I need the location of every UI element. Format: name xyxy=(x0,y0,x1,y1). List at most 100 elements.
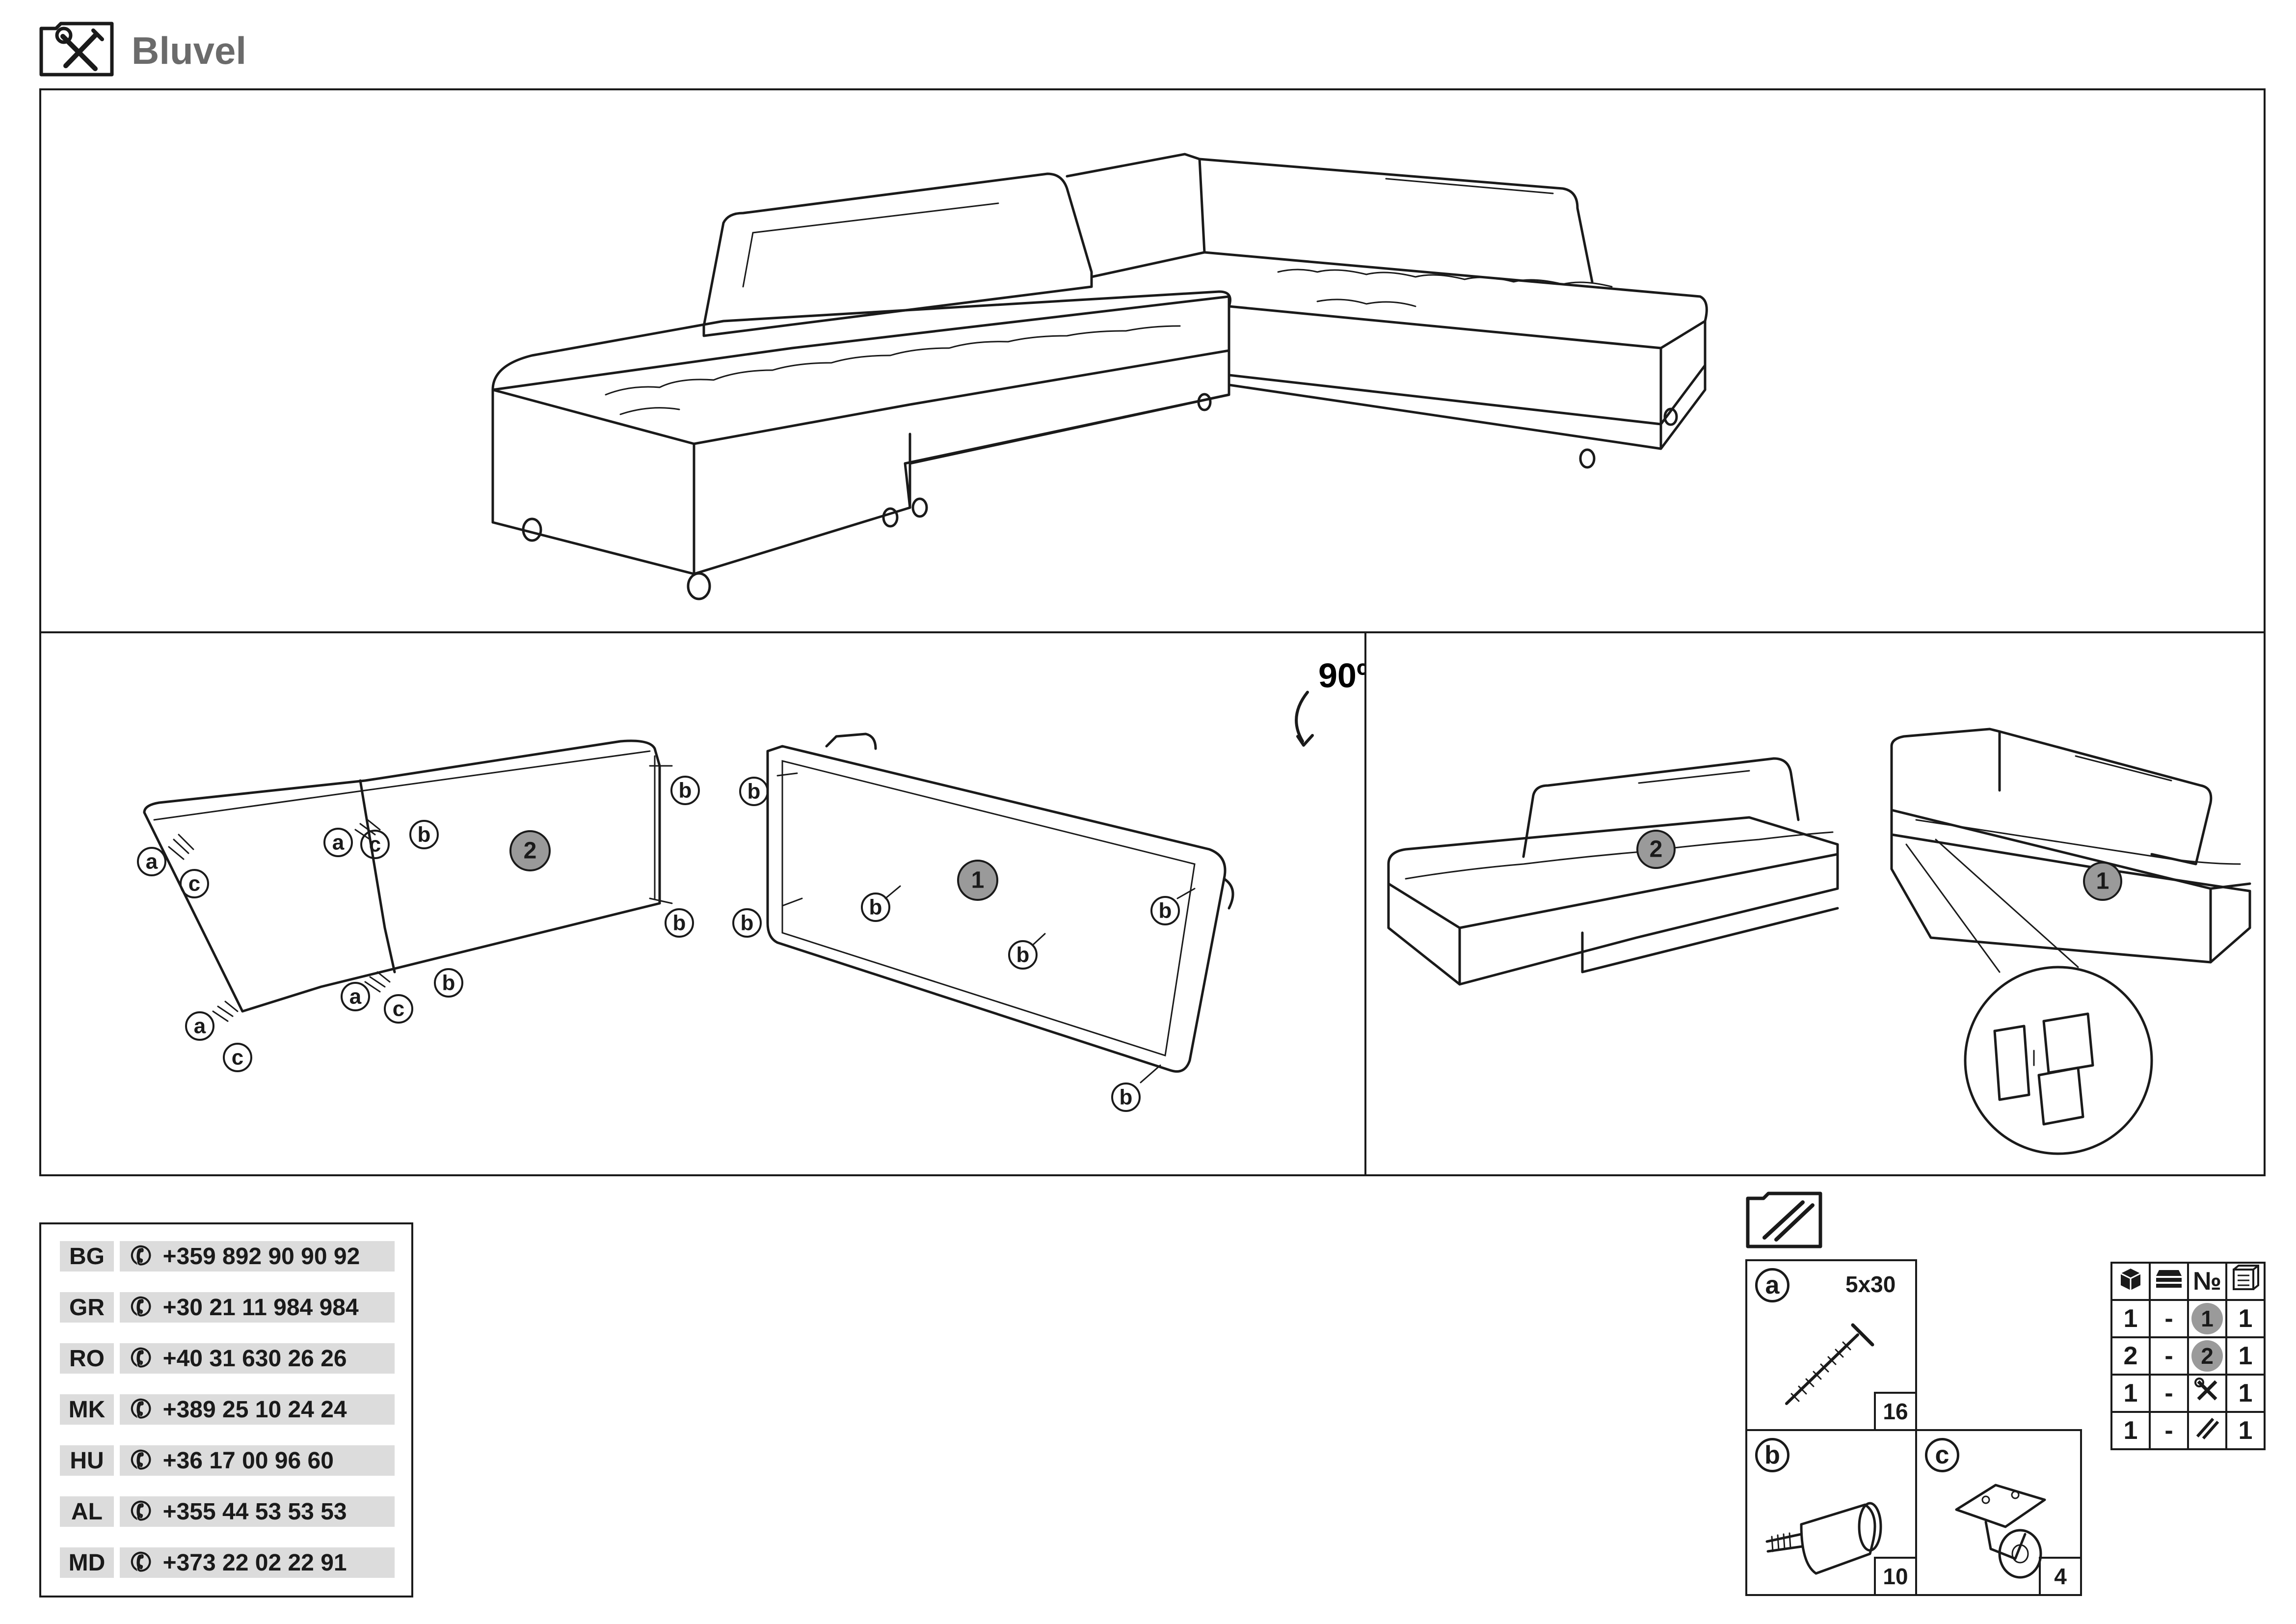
svg-text:a: a xyxy=(146,850,158,874)
part-1-marker: 1 xyxy=(971,867,985,893)
country-code: GR xyxy=(60,1292,114,1323)
country-code: RO xyxy=(60,1343,114,1374)
svg-text:c: c xyxy=(188,872,200,896)
callout-a-4: a xyxy=(185,1011,214,1041)
country-code: AL xyxy=(60,1496,114,1527)
hardware-qty: 4 xyxy=(2039,1557,2080,1594)
box-table-row: 1 - 1 xyxy=(2110,1411,2266,1450)
screw-icon xyxy=(1785,1323,1874,1405)
country-code: BG xyxy=(60,1241,114,1272)
callout-c-4: c xyxy=(223,1043,252,1072)
phone-number: +40 31 630 26 26 xyxy=(162,1345,347,1372)
box-table-row: 1 - 1 xyxy=(2110,1374,2266,1413)
phone-icon: ✆ xyxy=(126,1290,157,1325)
contact-row: GR ✆+30 21 11 984 984 xyxy=(60,1290,395,1325)
furniture-leg-icon xyxy=(1765,1502,1882,1575)
step-legs-panel: 90º 2 1 a c a c b b b a c b a c b b b b … xyxy=(39,631,1368,1176)
svg-text:b: b xyxy=(869,895,882,920)
phone-number: +36 17 00 96 60 xyxy=(162,1447,334,1474)
join-part-1-marker: 1 xyxy=(2096,868,2109,894)
callout-a-2: a xyxy=(323,828,353,857)
callout-b-9: b xyxy=(1150,896,1180,925)
contacts-table: BG ✆+359 892 90 90 92 GR ✆+30 21 11 984 … xyxy=(39,1222,413,1597)
country-code: HU xyxy=(60,1445,114,1476)
callout-b-6: b xyxy=(732,908,762,938)
box-table-row: 2 - 2 1 xyxy=(2110,1336,2266,1376)
svg-text:a: a xyxy=(332,831,345,855)
svg-text:b: b xyxy=(418,823,431,847)
phone-number: +359 892 90 90 92 xyxy=(162,1243,360,1270)
box-icon xyxy=(2110,1262,2151,1301)
phone-icon: ✆ xyxy=(126,1392,157,1427)
callout-c-2: c xyxy=(360,830,390,859)
callout-b-2: b xyxy=(670,776,700,805)
svg-text:c: c xyxy=(393,997,404,1021)
contact-row: AL ✆+355 44 53 53 53 xyxy=(60,1494,395,1529)
svg-text:a: a xyxy=(194,1014,206,1038)
callout-a-3: a xyxy=(341,982,370,1011)
phone-icon: ✆ xyxy=(126,1545,157,1580)
part-2-badge: 2 xyxy=(2191,1340,2223,1372)
page-title: Bluvel xyxy=(132,29,247,72)
svg-text:c: c xyxy=(232,1046,243,1070)
hardware-qty: 16 xyxy=(1874,1392,1915,1429)
country-code: MK xyxy=(60,1394,114,1425)
svg-text:b: b xyxy=(1159,899,1172,923)
hardware-letter: c xyxy=(1925,1438,1959,1472)
callout-b-5: b xyxy=(739,777,769,806)
country-code: MD xyxy=(60,1547,114,1578)
number-sign: № xyxy=(2187,1262,2227,1301)
svg-text:b: b xyxy=(1120,1085,1133,1110)
callout-b-3: b xyxy=(665,908,694,938)
caster-wheel-icon xyxy=(1955,1484,2046,1579)
callout-b-4: b xyxy=(434,968,463,998)
tools-icon xyxy=(2187,1374,2227,1413)
svg-text:b: b xyxy=(741,911,754,935)
phone-icon: ✆ xyxy=(126,1494,157,1529)
callout-c-1: c xyxy=(180,869,209,898)
assembled-sofa-illustration xyxy=(491,153,1708,600)
phone-icon: ✆ xyxy=(126,1443,157,1478)
leg-assembly-illustration: 90º 2 1 a c a c b b b a c b a c b b b b … xyxy=(137,656,1368,1112)
hardware-letter: b xyxy=(1755,1438,1789,1472)
hardware-letter: a xyxy=(1755,1268,1789,1302)
contact-row: MK ✆+389 25 10 24 24 xyxy=(60,1392,395,1427)
contact-row: BG ✆+359 892 90 90 92 xyxy=(60,1239,395,1273)
phone-number: +389 25 10 24 24 xyxy=(162,1396,347,1423)
svg-text:c: c xyxy=(369,833,381,857)
hardware-item-c: c 4 xyxy=(1915,1429,2082,1596)
hardware-item-a: a 5x30 16 xyxy=(1745,1259,1917,1431)
contact-row: HU ✆+36 17 00 96 60 xyxy=(60,1443,395,1478)
join-part-2-marker: 2 xyxy=(1650,837,1663,863)
callout-a-1: a xyxy=(137,847,166,876)
part-1-badge: 1 xyxy=(2191,1303,2223,1334)
screws-icon xyxy=(1745,1191,1823,1249)
stack-icon xyxy=(2149,1262,2189,1301)
header-tools-icon xyxy=(38,22,115,77)
contact-row: RO ✆+40 31 630 26 26 xyxy=(60,1341,395,1376)
assembled-sofa-panel xyxy=(39,88,2266,633)
phone-icon: ✆ xyxy=(126,1239,157,1273)
svg-text:a: a xyxy=(349,985,362,1009)
callout-b-8: b xyxy=(1008,940,1038,970)
callout-b-10: b xyxy=(1111,1083,1141,1112)
svg-text:b: b xyxy=(679,779,692,803)
join-sections-illustration: 2 1 xyxy=(1387,728,2251,1155)
step-join-panel: 2 1 xyxy=(1364,631,2266,1176)
svg-text:b: b xyxy=(442,971,455,995)
hardware-size: 5x30 xyxy=(1845,1272,1896,1297)
box-table-header: № xyxy=(2110,1262,2266,1301)
box-contents-table: № 1 - 1 1 2 - 2 1 1 - 1 1 - 1 xyxy=(2110,1262,2266,1450)
hardware-item-b: b 10 xyxy=(1745,1429,1917,1596)
phone-number: +373 22 02 22 91 xyxy=(162,1549,347,1576)
svg-text:b: b xyxy=(673,911,686,935)
contact-row: MD ✆+373 22 02 22 91 xyxy=(60,1545,395,1580)
phone-icon: ✆ xyxy=(126,1341,157,1376)
screws-icon xyxy=(2187,1411,2227,1450)
rotation-label: 90º xyxy=(1318,656,1368,695)
phone-number: +355 44 53 53 53 xyxy=(162,1498,347,1525)
callout-b-7: b xyxy=(861,893,890,922)
svg-text:b: b xyxy=(748,780,761,804)
part-2-marker: 2 xyxy=(524,838,537,864)
package-grid-icon xyxy=(2225,1262,2266,1301)
